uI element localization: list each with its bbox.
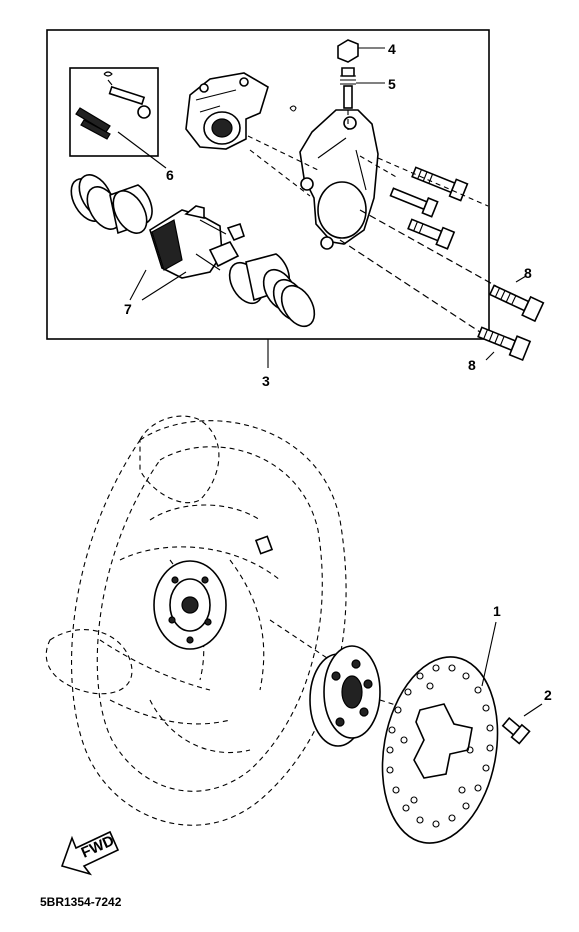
alignment-lines	[247, 110, 497, 333]
pad-pin-inset	[69, 67, 167, 169]
caliper-half	[185, 72, 297, 150]
callout-labels: 1 2 3 4 5 6 7 8 8	[124, 41, 552, 703]
inset-frame	[69, 67, 159, 157]
callout-3: 3	[262, 373, 270, 389]
disc-holes	[386, 664, 494, 828]
callout-1: 1	[493, 603, 501, 619]
callout-8-upper: 8	[524, 265, 532, 281]
callout-7: 7	[124, 301, 132, 317]
brake-pads	[149, 205, 245, 279]
leader-lines	[129, 47, 385, 368]
fwd-arrow-icon: FWD	[60, 830, 120, 876]
caliper-bracket	[299, 109, 379, 250]
caliper-assembly	[46, 29, 497, 368]
piston-seals-right	[228, 253, 316, 328]
callout-5: 5	[388, 76, 396, 92]
wheel-hub	[153, 535, 274, 650]
caliper-bolts	[389, 166, 469, 250]
piston-seals-left	[70, 174, 153, 235]
hub-flange	[269, 619, 431, 747]
callout-2: 2	[544, 687, 552, 703]
bleed-screw	[337, 39, 359, 109]
callout-6: 6	[166, 167, 174, 183]
callout-4: 4	[388, 41, 396, 57]
mounting-bolts-8	[477, 275, 545, 362]
brake-disc	[381, 656, 499, 844]
disc-bolt	[501, 703, 543, 745]
diagram-code: 5BR1354-7242	[40, 895, 122, 909]
callout-8-lower: 8	[468, 357, 476, 373]
